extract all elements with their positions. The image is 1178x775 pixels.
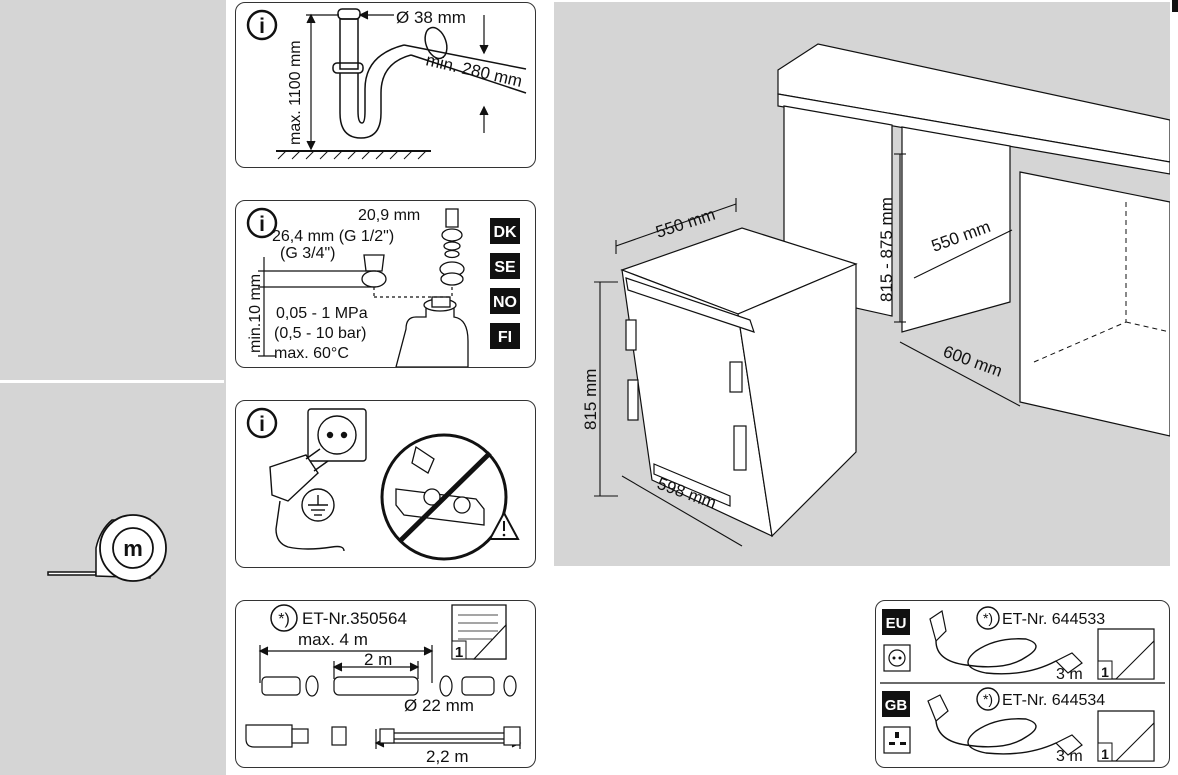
svg-text:EU: EU [886,615,907,632]
installation-dimensions-diagram: 550 mm 550 mm 815 - 875 mm 600 mm 815 mm… [554,2,1170,566]
min-height-label: min.10 mm [247,274,264,353]
gb-plug-icon [927,694,949,722]
connection-dashes [373,287,453,298]
hose-diameter-label: Ø 22 mm [404,696,474,715]
svg-text:*): *) [278,611,290,628]
info-icon: i [246,407,278,439]
country-badge-no [490,288,520,314]
cable-eu: EU *) ET-Nr. 644533 3 m 1 [882,606,1155,683]
gb-connector-icon [1054,734,1083,756]
svg-text:NO: NO [493,294,517,311]
hose-parts-drawing [245,675,521,748]
manual-book-icon: 1 [1097,628,1155,680]
svg-text:i: i [259,213,265,236]
manual-book-icon: 1 [451,604,507,661]
manual-book-icon: 1 [1097,710,1155,762]
length-22-label: 2,2 m [426,747,469,766]
gb-part-number: ET-Nr. 644534 [1002,692,1105,709]
extension-hose-panel: *) ET-Nr.350564 1 max. 4 m 2 m [235,600,536,768]
eu-socket-icon [883,644,911,672]
svg-text:*): *) [983,691,993,707]
svg-text:DK: DK [493,224,517,241]
drain-pipe-drawing [276,8,527,152]
country-badge-se [490,253,520,279]
pressure-bar-label: (0,5 - 10 bar) [274,325,366,342]
eu-cable-length: 3 m [1056,666,1083,683]
drain-hose-panel: i [235,2,536,168]
gb-socket-icon [883,726,911,754]
svg-text:i: i [259,15,265,38]
svg-text:1: 1 [455,644,463,661]
thread-large-label: 26,4 mm (G 1/2") [272,228,394,245]
country-badges: DK SE NO FI [490,218,520,349]
water-connection-panel: i 20,9 mm 26,4 mm (G 1/2") (G 3/4") m [235,200,536,368]
country-badge-fi [490,323,520,349]
tape-measure-icon: m [47,514,167,582]
thread-large-g-label: (G 3/4") [280,245,335,262]
svg-text:i: i [259,413,265,436]
region-badge-gb [882,691,910,717]
drain-max-height-label: max. 1100 mm [287,40,304,145]
eu-plug-icon [929,610,947,643]
info-icon: i [246,9,278,41]
max-temperature-label: max. 60°C [274,345,349,362]
eu-part-number: ET-Nr. 644533 [1002,611,1105,628]
floor-hatch [277,150,427,160]
cable-gb: GB *) ET-Nr. 644534 3 m 1 [882,687,1155,765]
drain-diameter-label: Ø 38 mm [396,8,466,27]
extension-part-number: ET-Nr.350564 [302,609,407,628]
left-margin-band: m [0,0,226,775]
gb-cable-length: 3 m [1056,748,1083,765]
page-corner-mark [1172,0,1178,12]
svg-text:1: 1 [1101,746,1109,762]
dimension-lines [594,153,1021,547]
svg-text:SE: SE [494,259,516,276]
svg-text:GB: GB [885,697,908,714]
min-height-arrow [258,257,376,357]
electrical-panel: i [235,400,536,568]
warning-icon [488,510,520,540]
svg-text:*): *) [983,610,993,626]
power-cable-panel: EU *) ET-Nr. 644533 3 m 1 GB [875,600,1170,768]
height-range-label: 815 - 875 mm [877,197,896,302]
eu-cable-coil [935,638,1057,675]
gb-cable-coil [935,718,1057,755]
water-fittings-drawing [361,208,469,367]
height-arrow [306,10,489,151]
wall-socket-icon [307,408,367,462]
height-label: 815 mm [581,369,600,430]
drain-min-length-label: min. 280 mm [424,50,524,91]
depth-label: 550 mm [653,205,717,242]
svg-text:FI: FI [498,329,512,346]
thread-small-label: 20,9 mm [358,207,420,224]
pressure-mpa-label: 0,05 - 1 MPa [276,305,368,322]
plug-icon [269,448,345,552]
cabinet-hidden-lines [1033,202,1170,363]
length-2m-label: 2 m [364,650,392,669]
eu-connector-icon [1054,652,1083,674]
country-badge-dk [490,218,520,244]
tape-measure-label: m [123,536,143,561]
niche-width-label: 600 mm [941,342,1005,381]
svg-text:1: 1 [1101,664,1109,680]
sidebar-divider [0,380,224,383]
ground-symbol-icon [301,488,335,522]
info-icon: i [246,207,278,239]
dishwasher-drawing [620,227,858,538]
no-power-strip-icon [380,433,508,561]
asterisk-note: *) [270,604,298,632]
region-badge-eu [882,609,910,635]
max-length-label: max. 4 m [298,630,368,649]
